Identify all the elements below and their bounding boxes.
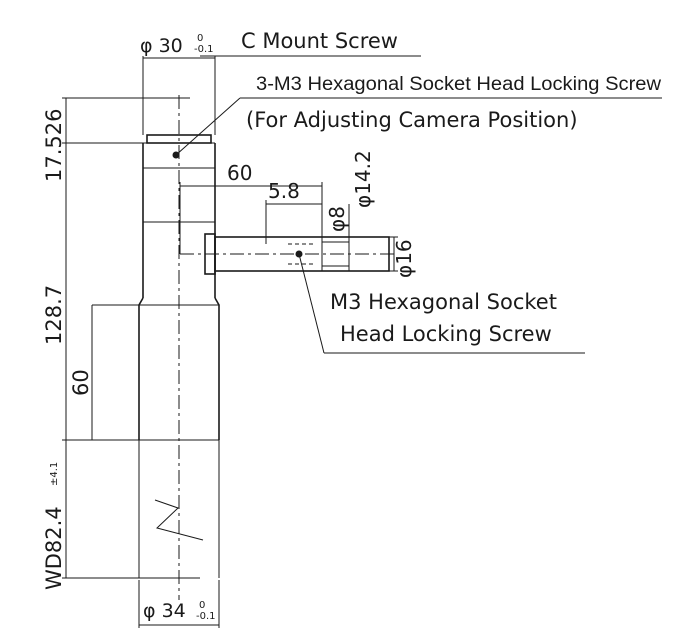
lower-barrel	[138, 297, 220, 440]
height-body-label: 128.7	[42, 285, 66, 345]
locking-screw-note: (For Adjusting Camera Position)	[246, 108, 578, 132]
arm-diameter-14-2-label: φ14.2	[351, 150, 375, 208]
height-lower-label: 60	[69, 369, 93, 396]
working-distance-label: WD82.4	[42, 506, 66, 590]
arm-diameter-8-label: φ8	[325, 206, 349, 232]
arm-diameter-16-label: φ16	[392, 239, 416, 278]
extension-lines	[62, 56, 398, 628]
arm-length-label: 60	[227, 161, 252, 185]
m3-leader	[298, 253, 325, 354]
top-diameter-tol-upper: 0	[197, 33, 203, 44]
working-distance-tol-label: ±4.1	[49, 462, 60, 486]
m3-screw-label-line2: Head Locking Screw	[340, 322, 552, 346]
locking-screw-marker	[172, 151, 180, 159]
height-top-label: 17.526	[42, 109, 66, 182]
locking-screw-label: 3-M3 Hexagonal Socket Head Locking Screw	[256, 74, 661, 95]
bottom-diameter-value: 34	[162, 600, 186, 622]
svg-text:φ 30: φ 30	[140, 35, 183, 57]
arm-offset-label: 5.8	[268, 179, 300, 203]
bottom-diameter-phi: φ	[143, 600, 156, 622]
locking-screw-leader	[175, 97, 241, 156]
m3-screw-label-line1: M3 Hexagonal Socket	[330, 290, 557, 314]
callout-leaders	[172, 55, 662, 354]
side-arm	[180, 233, 398, 275]
top-diameter-tol-lower: -0.1	[194, 44, 214, 55]
bottom-diameter-tol-lower: -0.1	[196, 611, 216, 622]
c-mount-screw-label: C Mount Screw	[241, 29, 398, 53]
top-diameter-phi: φ	[140, 35, 153, 57]
dimension-lines	[65, 57, 395, 626]
bottom-diameter-tol-upper: 0	[199, 600, 205, 611]
svg-text:φ 34: φ 34	[143, 600, 186, 622]
lens-body	[138, 95, 220, 600]
top-diameter-value: 30	[159, 35, 183, 57]
break-symbol	[154, 499, 204, 541]
